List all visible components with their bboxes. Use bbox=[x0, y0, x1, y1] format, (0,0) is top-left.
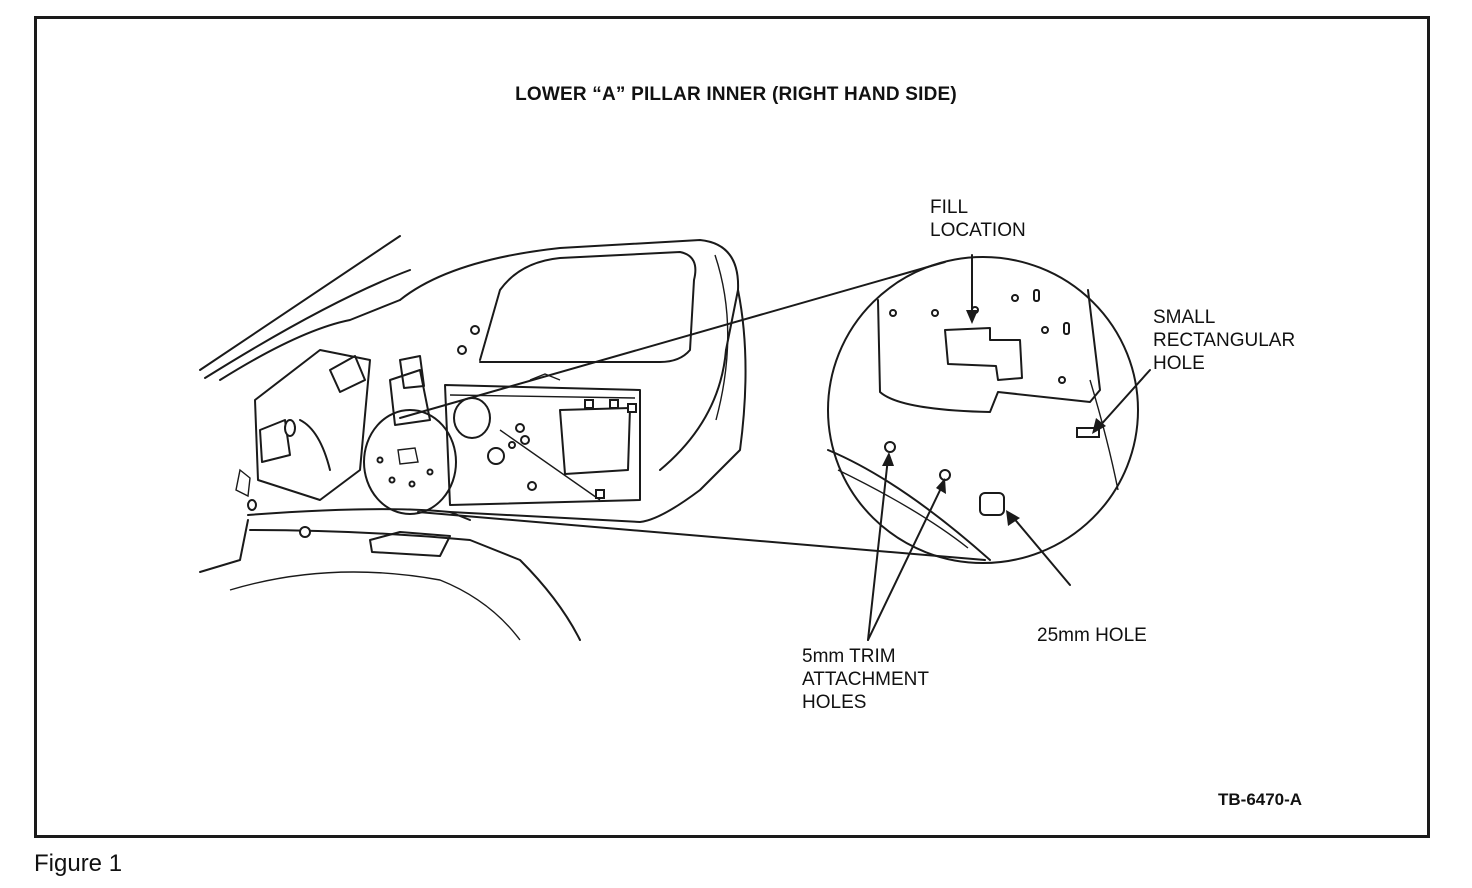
figure-caption: Figure 1 bbox=[34, 850, 123, 877]
diagram-frame bbox=[34, 16, 1430, 838]
small-circle-detail bbox=[376, 447, 434, 488]
label-trim-attachment-holes: 5mm TRIM ATTACHMENT HOLES bbox=[802, 646, 930, 713]
reference-code: TB-6470-A bbox=[1218, 790, 1303, 809]
arrow-head-icon bbox=[966, 310, 978, 324]
pillar-callout-circle bbox=[363, 409, 457, 515]
label-fill-location: FILL LOCATION bbox=[930, 197, 1026, 241]
diagram-title: LOWER “A” PILLAR INNER (RIGHT HAND SIDE) bbox=[515, 84, 957, 105]
vehicle-body-outline bbox=[199, 235, 747, 641]
arrow-head-icon bbox=[1006, 510, 1020, 526]
label-25mm-hole: 25mm HOLE bbox=[1037, 625, 1147, 646]
arrow-head-icon bbox=[936, 478, 946, 494]
magnifier-line-bottom bbox=[417, 511, 986, 561]
label-small-rectangular-hole: SMALL RECTANGULAR HOLE bbox=[1153, 307, 1296, 374]
arrow-head-icon bbox=[1092, 418, 1106, 434]
leader-arrows bbox=[867, 254, 1151, 641]
magnifier-line-top bbox=[399, 261, 946, 419]
arrow-head-icon bbox=[882, 452, 894, 466]
magnified-detail bbox=[827, 256, 1139, 564]
